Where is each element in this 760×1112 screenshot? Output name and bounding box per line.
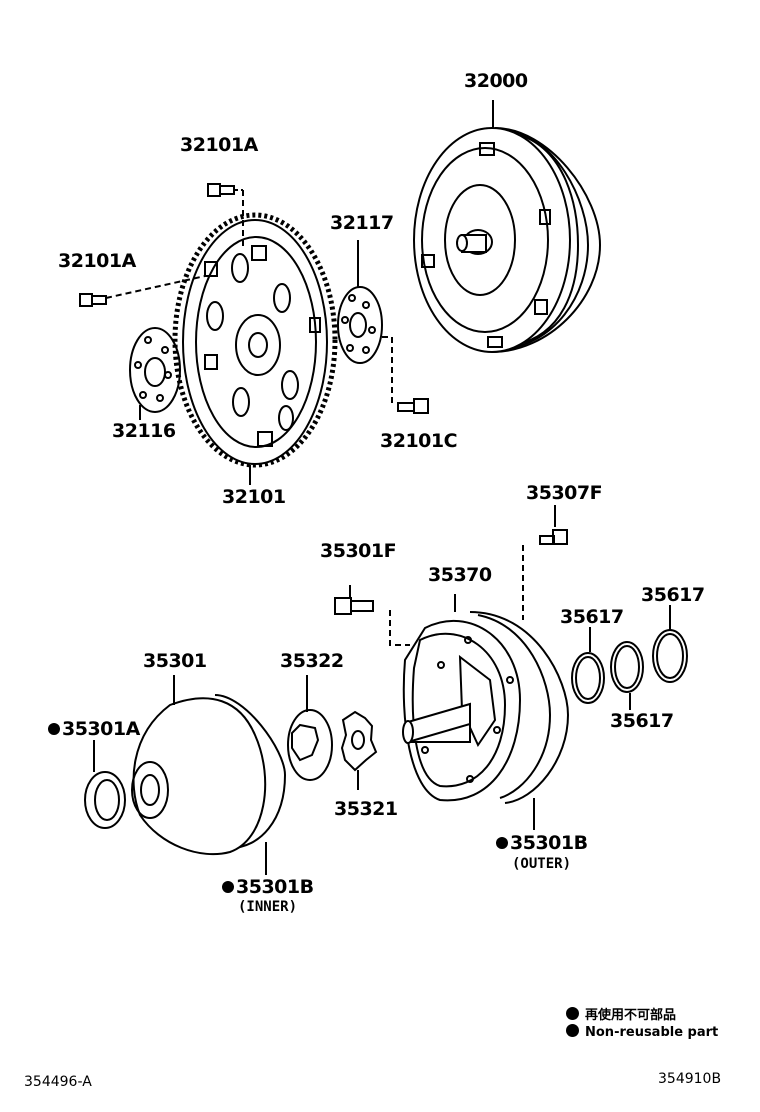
non-reusable-dot-icon [222, 881, 234, 893]
label-35322: 35322 [280, 650, 344, 672]
drive-gear-35321 [342, 712, 376, 790]
label-35617-b: 35617 [610, 710, 674, 732]
bolt-32101c [398, 399, 428, 413]
torque-converter [414, 100, 600, 352]
non-reusable-dot-icon [496, 837, 508, 849]
legend-english: Non-reusable part [566, 1024, 718, 1040]
label-35301: 35301 [143, 650, 207, 672]
label-32101a-left: 32101A [58, 250, 136, 272]
non-reusable-dot-icon [566, 1024, 579, 1037]
label-outer-note: (OUTER) [512, 856, 572, 872]
label-35301f: 35301F [320, 540, 397, 562]
pump-cover-35301 [132, 675, 285, 875]
label-35370: 35370 [428, 564, 492, 586]
label-32000: 32000 [464, 70, 528, 92]
diagram-code-right: 354910B [658, 1071, 722, 1087]
label-35321: 35321 [334, 798, 398, 820]
label-35301a: 35301A [48, 718, 140, 740]
label-35301b-inner: 35301B [222, 876, 314, 898]
non-reusable-dot-icon [566, 1007, 579, 1020]
label-32116: 32116 [112, 420, 176, 442]
spacer-plate-32116 [130, 328, 180, 420]
o-rings-35617 [572, 605, 687, 710]
label-35307f: 35307F [526, 482, 603, 504]
label-35617-c: 35617 [641, 584, 705, 606]
label-32117: 32117 [330, 212, 394, 234]
label-32101c: 32101C [380, 430, 458, 452]
legend-japanese: 再使用不可部品 [566, 1004, 676, 1023]
label-32101a-top: 32101A [180, 134, 258, 156]
drive-plate [175, 190, 335, 485]
label-35301b-outer: 35301B [496, 832, 588, 854]
driven-gear-35322 [288, 675, 332, 780]
label-32101: 32101 [222, 486, 286, 508]
bolt-35301f [335, 585, 373, 614]
oil-pump-body [390, 545, 568, 830]
oil-seal-35301a [85, 740, 125, 828]
bolt-35307f [540, 505, 567, 544]
diagram-code-left: 354496-A [24, 1074, 92, 1090]
bolt-32101a-left [80, 276, 205, 306]
bolt-32101a-top [208, 184, 243, 196]
spacer-plate-32117 [338, 240, 392, 405]
non-reusable-dot-icon [48, 723, 60, 735]
label-35617-a: 35617 [560, 606, 624, 628]
label-inner-note: (INNER) [238, 899, 298, 915]
